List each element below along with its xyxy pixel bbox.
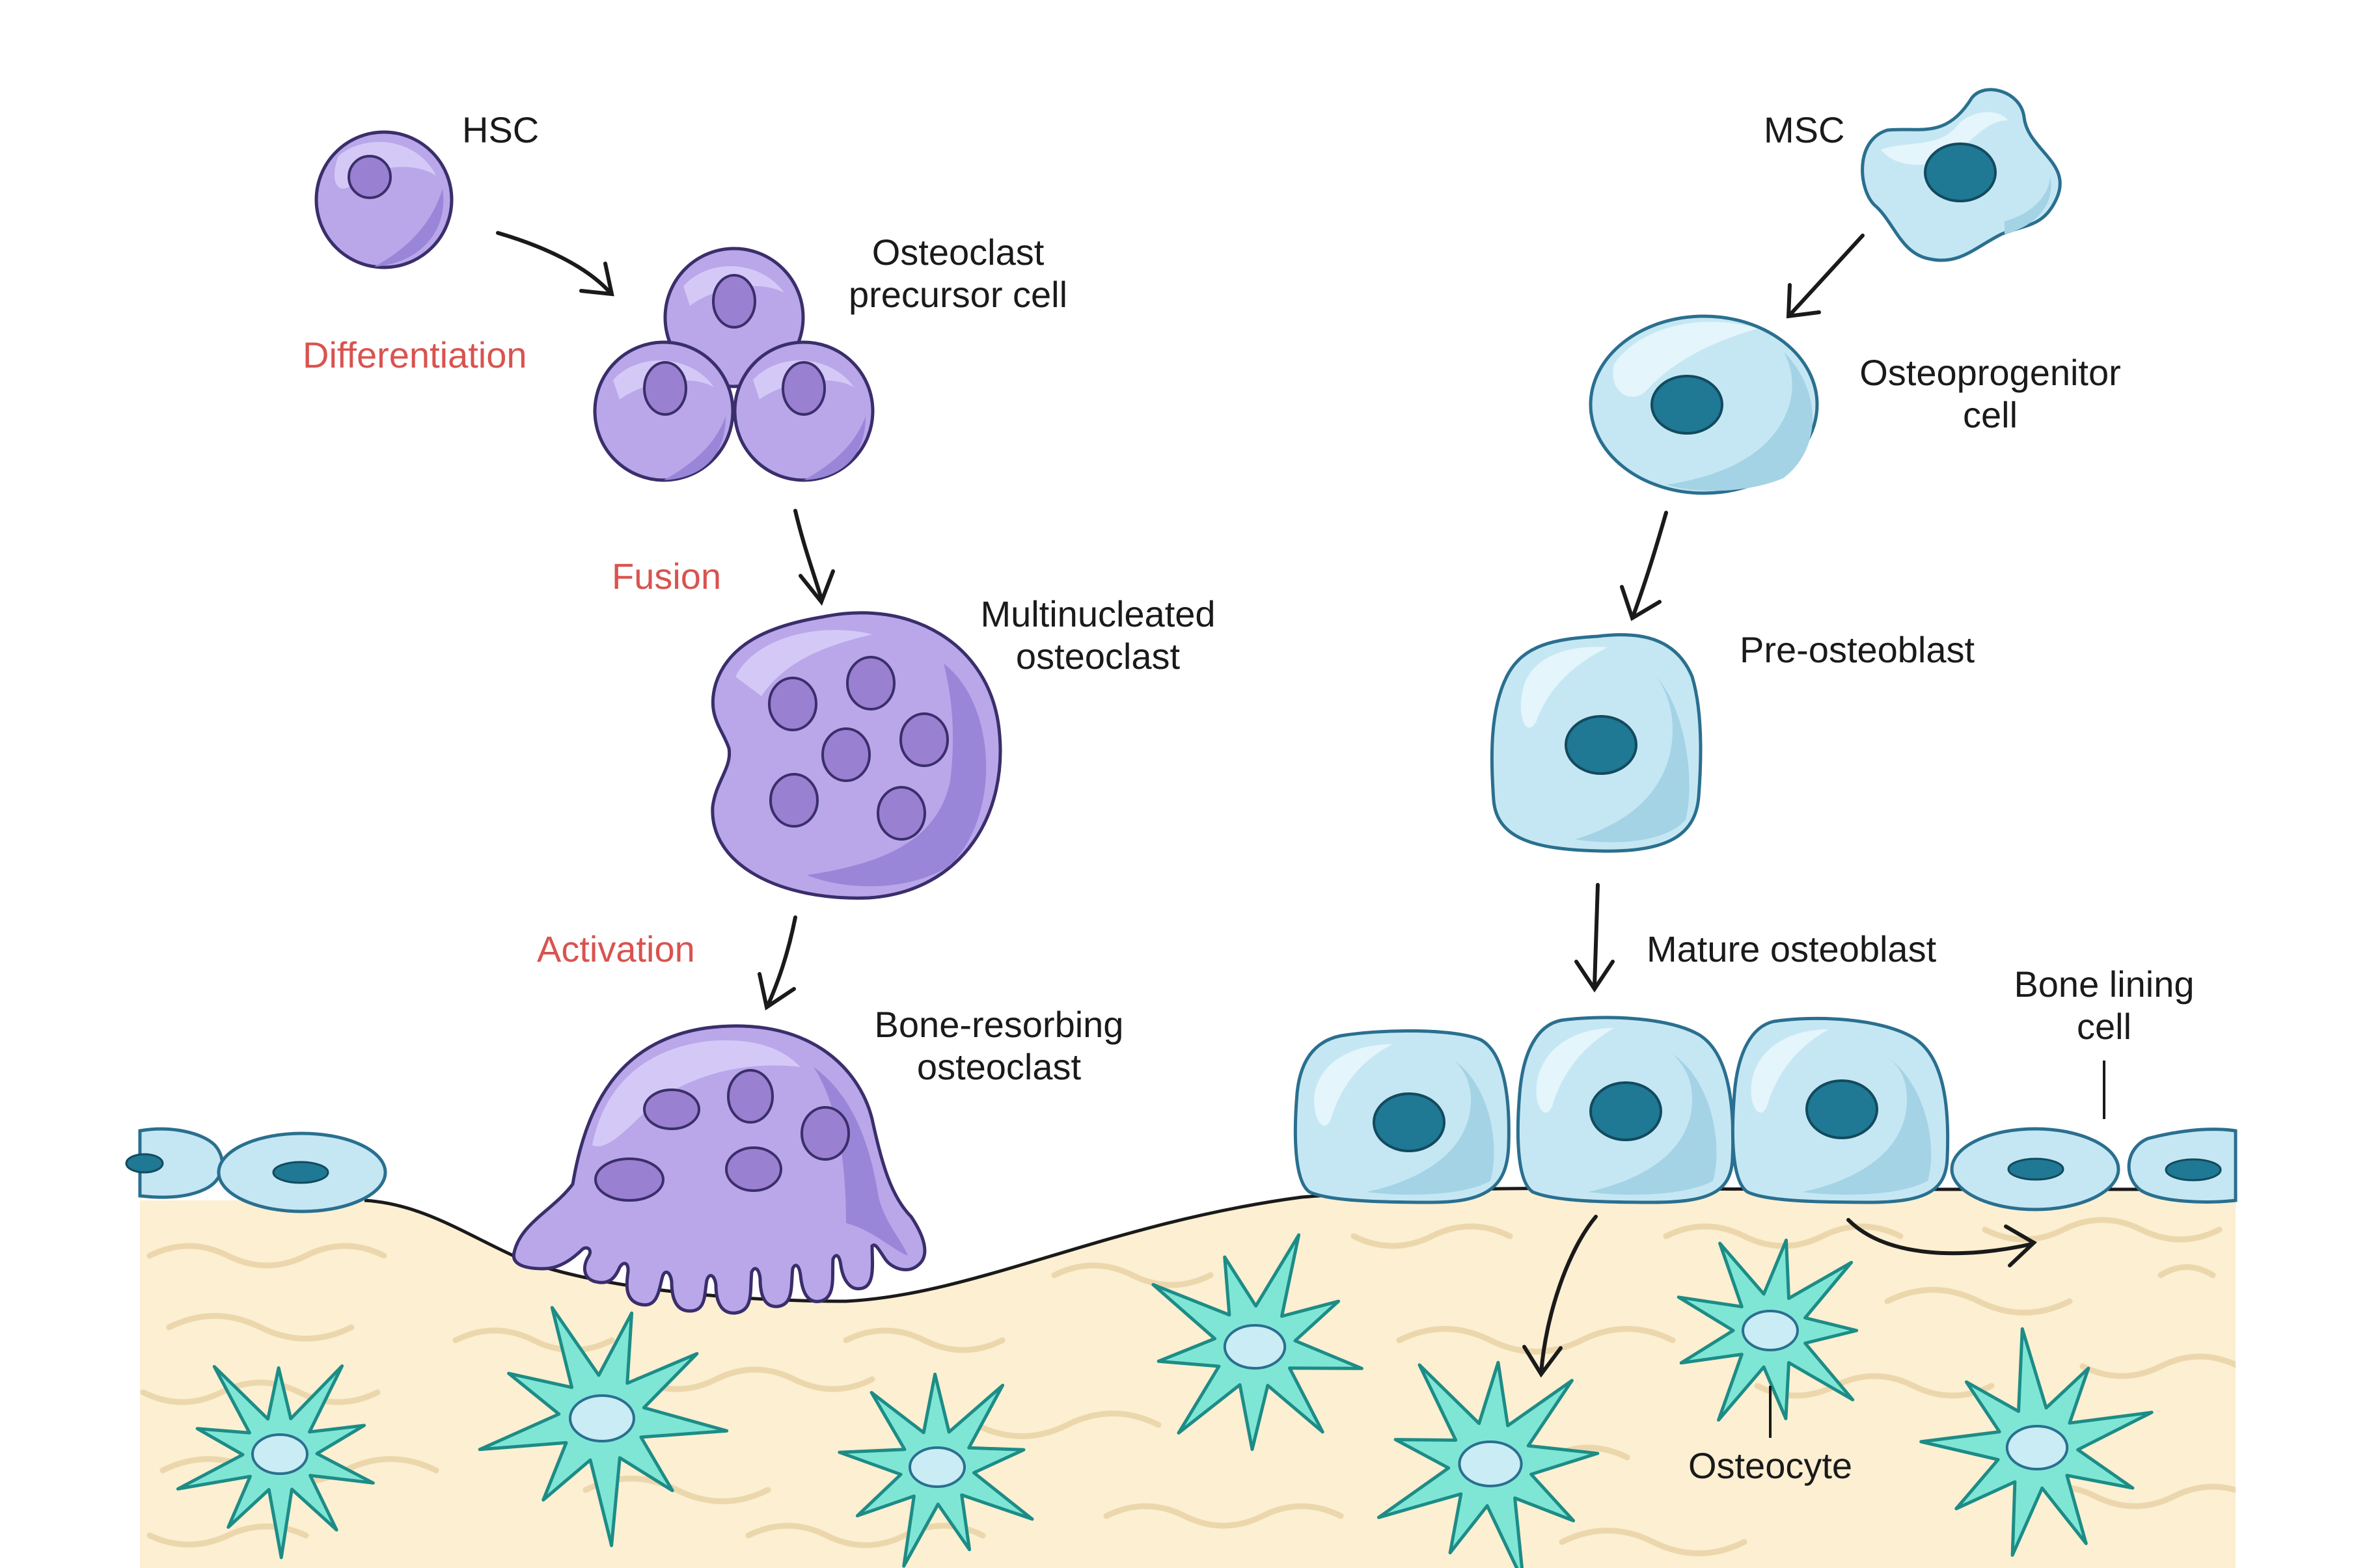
differentiation-arrow [496,231,614,297]
fusion-label: Fusion [612,556,721,597]
mature-osteoblasts [1293,1016,1950,1204]
bone-resorbing-label-line2: osteoclast [917,1046,1082,1087]
activation-arrow [758,915,797,1010]
fusion-arrow [793,509,835,606]
osteoprogenitor-label-line1: Osteoprogenitor [1859,352,2121,393]
osteocyte-cell-4 [1151,1233,1363,1452]
pre-osteoblast-cell [1490,633,1703,853]
precursor-label-line1: Osteoclast [872,232,1045,273]
multinucleated-label-line1: Multinucleated [980,593,1215,634]
osteoblast-to-lining-arrow [1846,1218,2037,1267]
osteocyte-label: Osteocyte [1688,1445,1852,1486]
multinucleated-label-line2: osteoclast [1016,636,1181,677]
osteocyte-cell-1 [176,1364,375,1560]
differentiation-label: Differentiation [303,334,527,375]
osteocyte-cell-7 [1919,1327,2154,1557]
osteoblast-lineage: MSC Osteoprogenitor cell Pre-osteoblast [1293,88,2238,1486]
osteocyte-cell-3 [838,1372,1034,1568]
mature-osteoblast-label: Mature osteoblast [1647,928,1937,969]
osteoprogenitor-label-line2: cell [1963,394,2018,435]
bone-lining-label-line2: cell [2077,1006,2131,1047]
osteoprogenitor-cell [1589,314,1819,495]
msc-label: MSC [1764,109,1844,150]
osteoblast-to-osteocyte-arrow [1522,1215,1598,1378]
precursor-cell-right [733,340,875,482]
mature-osteoblast-cell-1 [1293,1029,1511,1204]
multinucleated-osteoclast [711,611,1002,900]
preosteoblast-to-mature-arrow [1574,883,1615,993]
mature-osteoblast-cell-2 [1516,1016,1735,1204]
mature-osteoblast-cell-3 [1731,1016,1950,1204]
osteocyte-cell-2 [478,1306,729,1547]
bone-matrix [140,1186,2236,1568]
pre-osteoblast-label: Pre-osteoblast [1740,629,1975,670]
osteocyte-cell-6 [1677,1238,1859,1422]
hsc-label: HSC [462,109,539,150]
bone-resorbing-label-line1: Bone-resorbing [875,1004,1124,1045]
bone-surface [140,1188,2236,1568]
activation-label: Activation [537,928,695,969]
right-bone-lining-cells [1950,1127,2238,1211]
hsc-cell [314,130,454,269]
left-bone-lining-cells [125,1127,387,1213]
msc-cell [1861,88,2062,262]
osteoclast-lineage: HSC Differentiation [125,109,1216,1315]
osteoprogenitor-to-preosteoblast-arrow [1620,511,1668,621]
osteocyte-cell-5 [1376,1360,1600,1568]
bone-lining-label-line1: Bone lining [2014,964,2194,1005]
osteoclast-precursor-cells [593,247,875,482]
bone-resorbing-osteoclast [512,1024,927,1315]
msc-to-osteoprogenitor-arrow [1786,234,1865,319]
precursor-cell-left [593,340,735,482]
precursor-label-line2: precursor cell [849,274,1067,315]
osteocytes [176,1233,2154,1568]
